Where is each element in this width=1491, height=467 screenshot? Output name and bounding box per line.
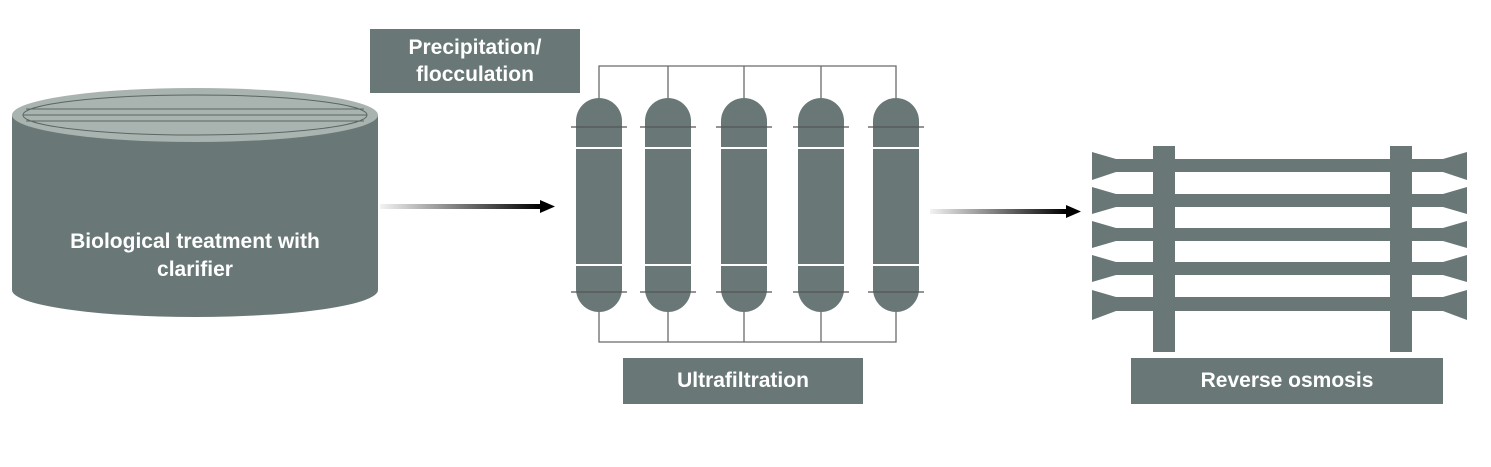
flow-arrow-icon (380, 200, 555, 213)
tank-label: Biological treatment with clarifier (70, 230, 320, 282)
flow-arrow-icon (930, 205, 1081, 218)
ultrafiltration-label: Ultrafiltration (623, 358, 863, 404)
reverse-osmosis-rack-icon (1092, 146, 1467, 352)
ultrafiltration-modules-icon (571, 65, 924, 343)
reverse-osmosis-label: Reverse osmosis (1131, 358, 1443, 404)
precipitation-label: Precipitation/ flocculation (370, 29, 580, 93)
clarifier-tank-icon (12, 88, 378, 317)
